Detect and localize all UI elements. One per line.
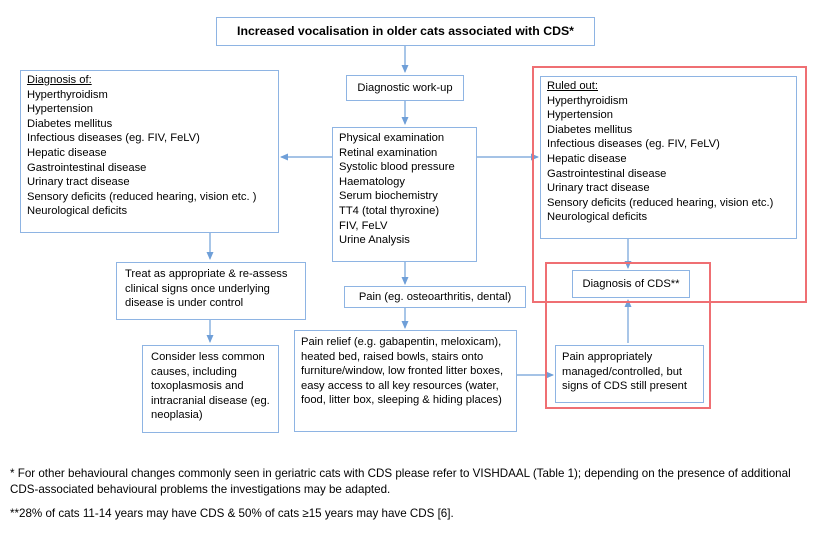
workup-text: Diagnostic work-up xyxy=(357,81,453,94)
ruled-out-item: Neurological deficits xyxy=(547,211,648,224)
pain-managed-text: Pain appropriately managed/controlled, b… xyxy=(562,351,687,393)
ruled-out-item: Diabetes mellitus xyxy=(547,123,633,136)
diagnosis-of-item: Hyperthyroidism xyxy=(27,88,108,101)
consider-box: Consider less common causes, including t… xyxy=(142,345,279,433)
footnote-1: * For other behavioural changes commonly… xyxy=(10,467,791,496)
pain-box: Pain (eg. osteoarthritis, dental) xyxy=(344,286,526,308)
pain-relief-text: Pain relief (e.g. gabapentin, meloxicam)… xyxy=(301,336,504,407)
ruled-out-item: Gastrointestinal disease xyxy=(547,167,667,180)
diagnosis-of-box: Diagnosis of: Hyperthyroidism Hypertensi… xyxy=(20,70,279,233)
exam-item: Serum biochemistry xyxy=(339,190,438,203)
ruled-out-item: Hypertension xyxy=(547,109,613,122)
ruled-out-heading: Ruled out: xyxy=(547,80,598,92)
exam-item: TT4 (total thyroxine) xyxy=(339,204,440,217)
treat-box: Treat as appropriate & re-assess clinica… xyxy=(116,262,306,320)
title-text: Increased vocalisation in older cats ass… xyxy=(237,24,574,39)
ruled-out-item: Infectious diseases (eg. FIV, FeLV) xyxy=(547,138,720,151)
diagnosis-of-item: Gastrointestinal disease xyxy=(27,161,147,174)
footnote-2: **28% of cats 11-14 years may have CDS &… xyxy=(10,507,454,520)
exam-item: Physical examination xyxy=(339,132,445,144)
diagnosis-cds-text: Diagnosis of CDS** xyxy=(582,277,680,290)
diagnosis-cds-box: Diagnosis of CDS** xyxy=(572,270,690,298)
treat-text: Treat as appropriate & re-assess clinica… xyxy=(125,268,288,310)
ruled-out-item: Hepatic disease xyxy=(547,152,627,165)
diagnosis-of-item: Sensory deficits (reduced hearing, visio… xyxy=(27,190,257,203)
pain-relief-box: Pain relief (e.g. gabapentin, meloxicam)… xyxy=(294,330,517,432)
diagnosis-of-item: Hypertension xyxy=(27,103,93,116)
diagnosis-of-heading: Diagnosis of: xyxy=(27,74,92,86)
diagnosis-of-item: Hepatic disease xyxy=(27,146,107,159)
pain-managed-box: Pain appropriately managed/controlled, b… xyxy=(555,345,704,403)
diagnosis-of-item: Diabetes mellitus xyxy=(27,117,113,130)
diagnosis-of-item: Infectious diseases (eg. FIV, FeLV) xyxy=(27,132,200,145)
exam-item: Haematology xyxy=(339,175,405,188)
exam-item: Systolic blood pressure xyxy=(339,161,455,174)
exam-item: Retinal examination xyxy=(339,146,438,159)
ruled-out-item: Sensory deficits (reduced hearing, visio… xyxy=(547,196,774,209)
diagnosis-of-item: Urinary tract disease xyxy=(27,176,130,189)
ruled-out-item: Hyperthyroidism xyxy=(547,94,628,107)
title-box: Increased vocalisation in older cats ass… xyxy=(216,17,595,46)
consider-text: Consider less common causes, including t… xyxy=(151,351,270,422)
exam-item: FIV, FeLV xyxy=(339,219,388,232)
exam-item: Urine Analysis xyxy=(339,234,410,247)
ruled-out-highlight xyxy=(532,66,807,303)
ruled-out-box: Ruled out: Hyperthyroidism Hypertension … xyxy=(540,76,797,239)
workup-box: Diagnostic work-up xyxy=(346,75,464,101)
ruled-out-item: Urinary tract disease xyxy=(547,182,650,195)
diagnosis-of-item: Neurological deficits xyxy=(27,205,128,218)
pain-text: Pain (eg. osteoarthritis, dental) xyxy=(358,290,512,303)
cds-highlight xyxy=(545,262,711,409)
exams-box: Physical examination Retinal examination… xyxy=(332,127,477,262)
